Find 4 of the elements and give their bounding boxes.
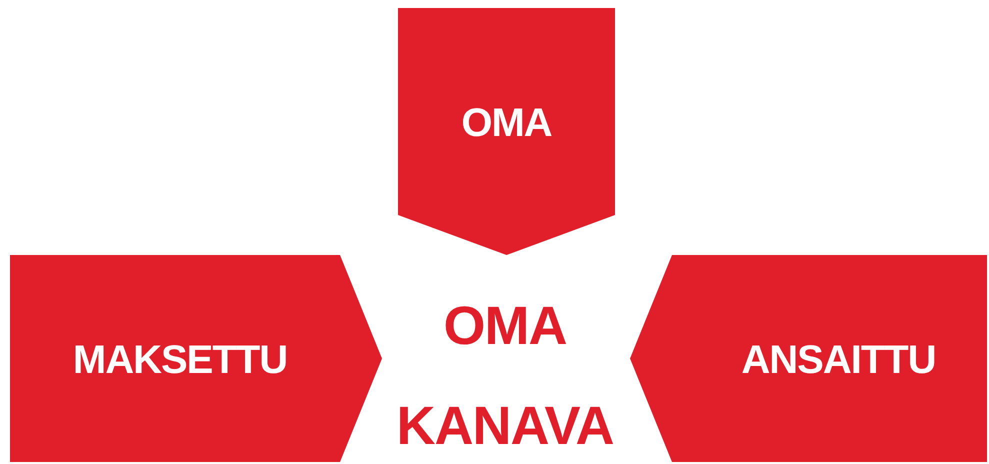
chevron-label: ANSAITTU	[741, 338, 936, 382]
chevron-label: MAKSETTU	[72, 338, 288, 382]
chevron-label: OMA	[461, 100, 552, 146]
center-title: OMA KANAVA	[396, 295, 614, 458]
